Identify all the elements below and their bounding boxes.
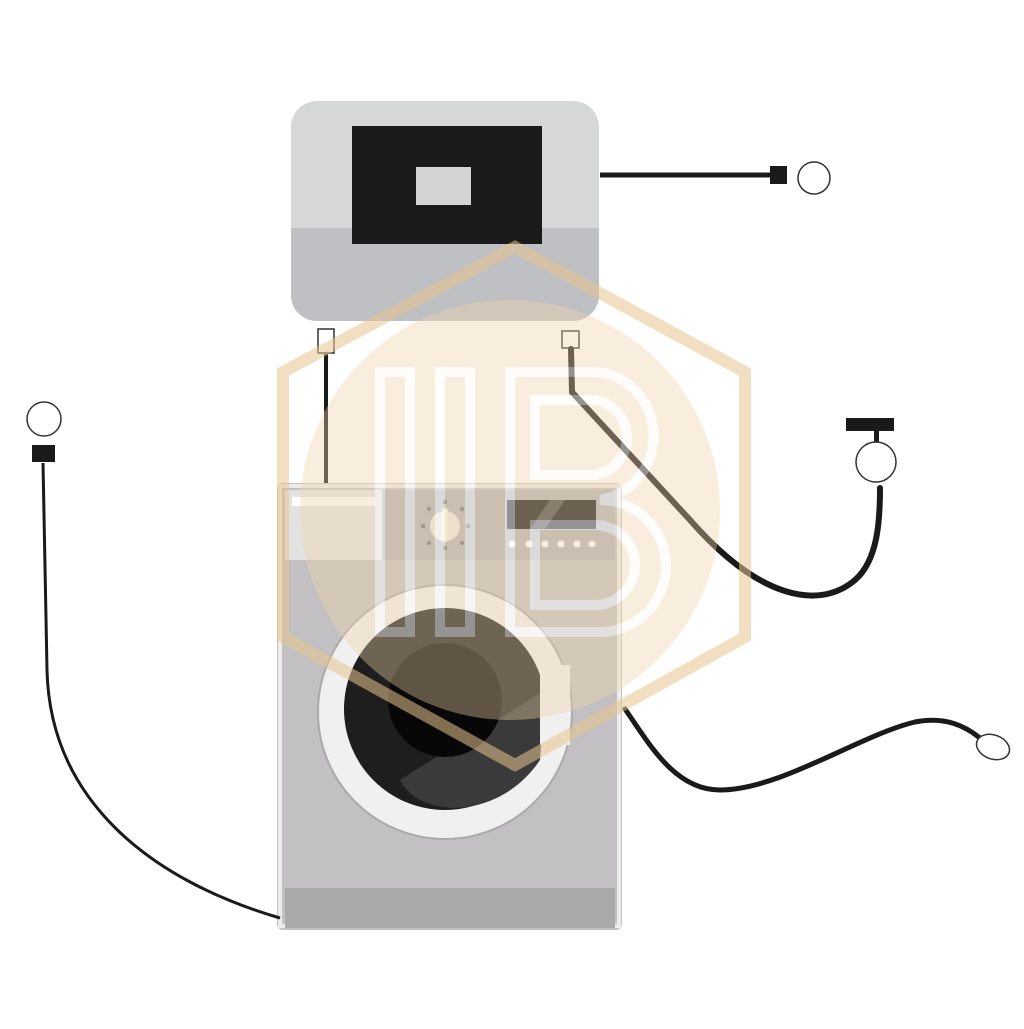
sensor-probe-icon <box>797 161 831 195</box>
machine-base <box>285 888 615 928</box>
watermark-logo <box>277 240 751 772</box>
program-dial-icon[interactable] <box>421 500 470 550</box>
unit-screen-inner <box>416 167 471 205</box>
right-hanging-sensor-cable <box>568 346 897 599</box>
washing-machine <box>277 483 622 930</box>
right-lower-sensor-cable <box>622 706 1011 793</box>
left-probe-icon <box>26 401 62 437</box>
indicator-buttons[interactable] <box>508 540 596 548</box>
lower-probe-icon <box>975 733 1011 761</box>
hanging-probe-icon <box>855 441 897 483</box>
right-top-sensor-cable <box>600 161 831 195</box>
left-sensor-cable <box>26 401 281 920</box>
